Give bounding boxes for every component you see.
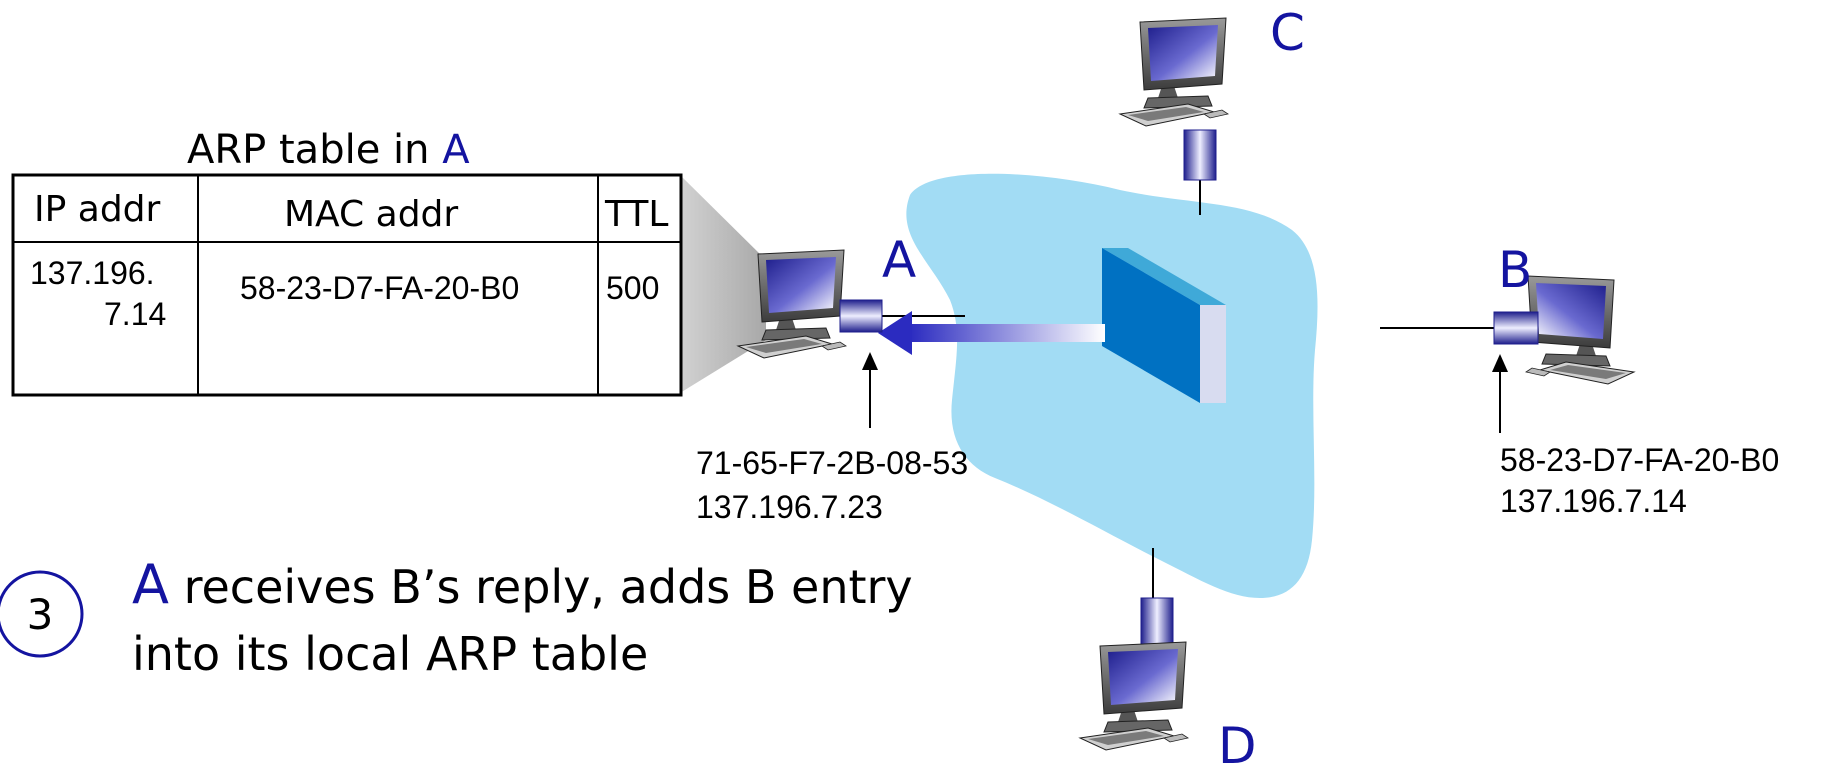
arp-cell-ttl: 500 [606, 270, 659, 306]
node-label-d: D [1218, 717, 1257, 764]
step-node: A [132, 553, 169, 616]
step-line-2: into its local ARP table [132, 627, 648, 681]
node-label-a: A [882, 231, 916, 289]
node-label-b: B [1498, 241, 1532, 299]
arp-table [11, 173, 683, 397]
arp-table-title: ARP table in A [187, 127, 470, 173]
computer-b[interactable] [1493, 275, 1635, 385]
step-number: 3 [27, 590, 54, 639]
computer-d[interactable] [1079, 597, 1189, 751]
computer-c[interactable] [1119, 17, 1229, 181]
pointer-a [862, 352, 878, 428]
arp-cell-ip-line2: 7.14 [104, 296, 166, 332]
nic-d [1140, 597, 1174, 649]
arp-cell-ip-line1: 137.196. [30, 255, 155, 291]
pointer-b [1492, 354, 1508, 433]
mac-address-a: 71-65-F7-2B-08-53 [696, 445, 968, 481]
arp-header-mac: MAC addr [284, 194, 458, 235]
step-badge: 3 [0, 570, 84, 658]
computer-a[interactable] [737, 249, 883, 359]
arp-header-ip: IP addr [34, 189, 161, 230]
nic-b [1493, 311, 1539, 345]
mac-address-b: 58-23-D7-FA-20-B0 [1500, 442, 1779, 478]
ip-address-a: 137.196.7.23 [696, 489, 883, 525]
step-line-1-rest: receives B’s reply, adds B entry [169, 560, 913, 614]
nic-a [839, 299, 883, 333]
arp-table-title-node: A [442, 127, 470, 173]
ip-address-b: 137.196.7.14 [1500, 483, 1687, 519]
arp-table-title-prefix: ARP table in [187, 127, 442, 173]
reply-arrow [878, 311, 1105, 355]
step-line-1: A receives B’s reply, adds B entry [132, 553, 913, 616]
network-cloud-icon [906, 173, 1318, 598]
node-label-c: C [1270, 4, 1305, 62]
arp-header-ttl: TTL [604, 194, 668, 235]
arp-cell-mac: 58-23-D7-FA-20-B0 [240, 270, 519, 306]
nic-c [1183, 129, 1217, 181]
table-callout [680, 175, 766, 393]
switch-icon [1102, 248, 1226, 403]
